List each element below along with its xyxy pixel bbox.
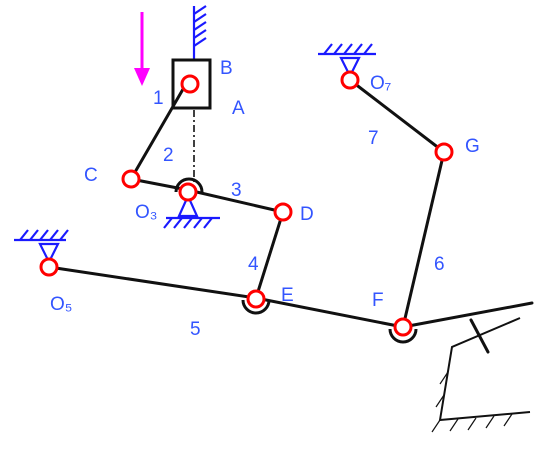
joint-c [121, 169, 141, 189]
slider-ground-support-icon [192, 5, 207, 60]
label-d: D [300, 204, 314, 225]
label-o7: O₇ [370, 73, 391, 94]
link-5a [47, 265, 258, 300]
label-g: G [465, 136, 480, 157]
label-link-3: 3 [231, 180, 242, 201]
joint-f [393, 317, 413, 337]
link-2 [129, 177, 190, 192]
label-o5: O₅ [50, 294, 72, 315]
label-link-7: 7 [368, 128, 379, 149]
link-6 [401, 150, 446, 329]
link-3 [186, 188, 285, 214]
label-a: A [232, 98, 245, 119]
o3-ground-support-icon [163, 193, 220, 229]
label-link-2: 2 [163, 145, 174, 166]
link-7 [348, 78, 446, 154]
label-b: B [220, 58, 233, 79]
joint-a [180, 74, 200, 94]
label-link-6: 6 [434, 254, 445, 275]
o7-ground-support-icon [318, 43, 376, 79]
joint-o7 [340, 70, 360, 90]
label-link-5: 5 [190, 319, 201, 340]
joint-d [273, 202, 293, 222]
joint-o5 [39, 257, 59, 277]
label-e: E [281, 285, 294, 306]
link-1 [129, 82, 188, 181]
label-link-4: 4 [248, 254, 259, 275]
label-c: C [84, 165, 98, 186]
joint-o3 [178, 182, 198, 202]
link-4 [254, 210, 285, 300]
slider-block [171, 58, 212, 110]
label-f: F [372, 290, 384, 311]
down-arrow-icon [134, 12, 150, 86]
tool-bucket-hatch [431, 371, 513, 433]
o5-ground-support-icon [14, 229, 69, 265]
tool-bucket [438, 317, 531, 422]
joint-e [246, 289, 266, 309]
label-o3: O₃ [135, 202, 158, 223]
tool-arm [401, 301, 534, 329]
link-5b [254, 296, 405, 329]
joint-g [434, 142, 454, 162]
label-link-1: 1 [153, 88, 164, 109]
